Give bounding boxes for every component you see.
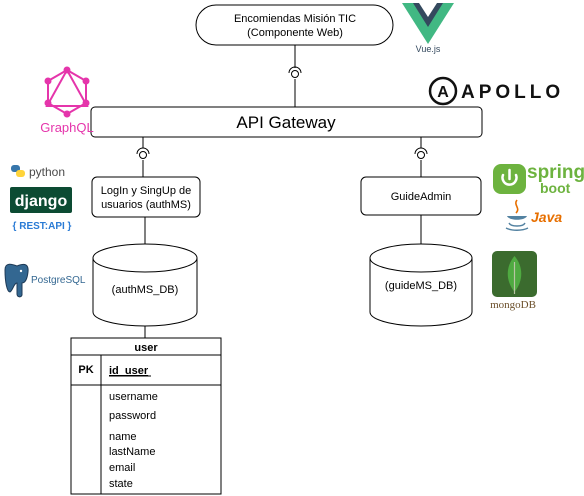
postgresql-label: PostgreSQL [31,275,86,286]
postgresql-elephant-icon [4,263,29,298]
mongodb-logo: mongoDB [490,251,537,311]
python-icon [11,165,25,177]
vuejs-label: Vue.js [416,44,441,54]
guide-service-component: GuideAdmin [360,176,482,216]
user-table-pk-field: id_user [109,365,149,377]
apollo-ring-icon [428,76,458,106]
user-table-field: name [109,431,137,443]
vuejs-logo: Vue.js [402,3,454,54]
api-gateway-label: API Gateway [236,113,336,132]
auth-service-title: LogIn y SingUp de [101,185,192,197]
postgresql-logo: PostgreSQL [4,263,86,298]
svg-text:A: A [437,84,449,101]
java-cup-icon [505,199,529,231]
auth-service-component: LogIn y SingUp de usuarios (authMS) [91,176,201,218]
java-logo: Java [505,199,562,231]
guide-service-label: GuideAdmin [391,191,452,203]
api-gateway-component: API Gateway [90,106,483,138]
frontend-component: Encomiendas Misión TIC (Componente Web) [195,4,394,46]
user-table-name: user [134,342,158,354]
python-logo: python [11,165,65,179]
spring-label: spring [527,162,584,183]
interface-socket-guide [414,147,428,159]
rest-api-logo: { REST:API } [13,221,72,232]
java-label: Java [531,209,562,225]
python-label: python [29,165,65,179]
django-label: django [15,193,68,210]
django-badge-icon [10,187,72,213]
graphql-logo: GraphQL [40,66,94,135]
user-table-field: username [109,391,158,403]
auth-database: (authMS_DB) [92,243,198,327]
user-table-field: password [109,410,156,422]
user-table: user PK id_user username password name l… [70,337,222,495]
apollo-label: APOLLO [461,82,564,103]
graphql-icon [45,67,89,116]
user-table-pk-marker: PK [78,364,93,376]
user-table-field: lastName [109,446,155,458]
guide-db-label: (guideMS_DB) [385,280,457,292]
mongodb-label: mongoDB [490,299,536,311]
user-table-field: email [109,462,135,474]
spring-boot-label: boot [540,180,571,196]
auth-service-subtitle: usuarios (authMS) [101,199,191,211]
guide-database: (guideMS_DB) [369,243,473,327]
rest-api-label: { REST:API } [13,221,72,232]
interface-socket-auth [136,147,150,159]
spring-boot-logo: spring boot [493,162,584,196]
frontend-subtitle: (Componente Web) [247,27,343,39]
user-table-field: state [109,478,133,490]
interface-socket-frontend [288,66,302,78]
frontend-title: Encomiendas Misión TIC [234,13,356,25]
connectors [142,45,422,338]
graphql-label: GraphQL [40,120,93,135]
django-logo: django [10,187,72,213]
apollo-logo: A APOLLO [428,76,564,106]
auth-db-label: (authMS_DB) [112,284,179,296]
